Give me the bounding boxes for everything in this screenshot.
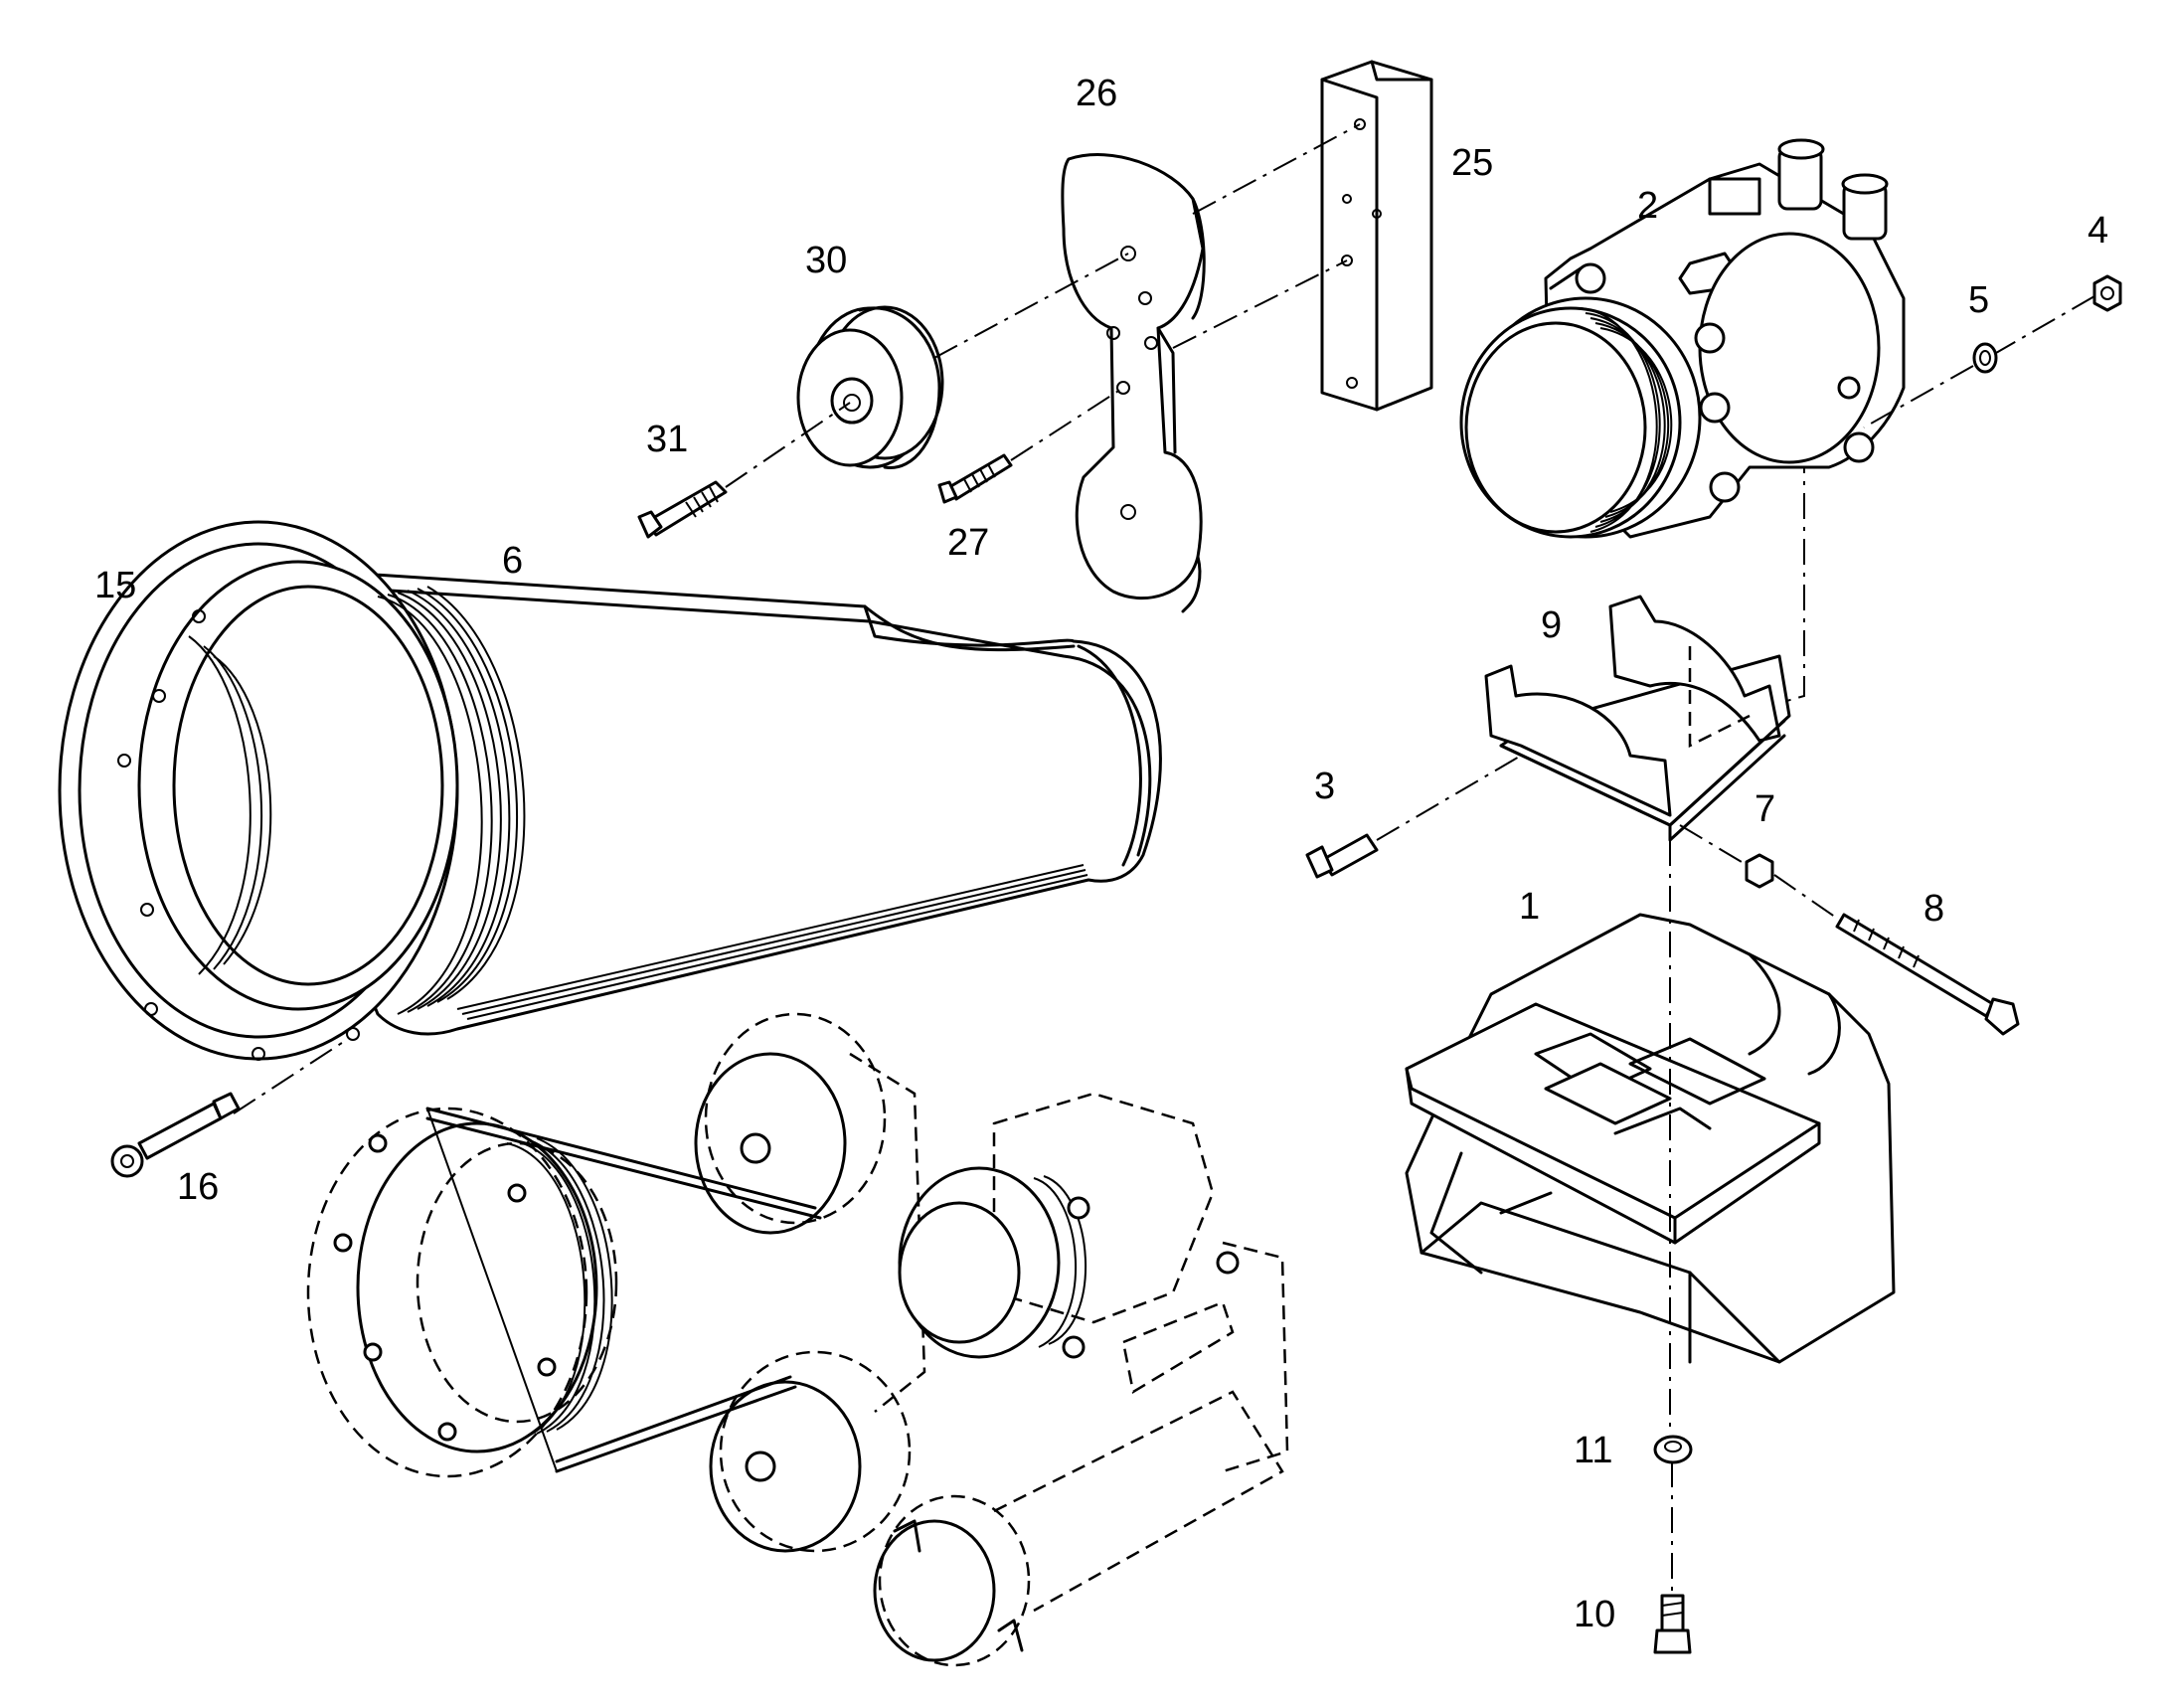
cradle-bracket-9	[1484, 595, 1791, 842]
part-label-4: 4	[2088, 210, 2109, 252]
mounting-base-1	[1405, 913, 1896, 1364]
bolt-16	[110, 1092, 241, 1178]
part-label-5: 5	[1968, 279, 1990, 321]
bolt-31	[637, 480, 728, 539]
bolt-10	[1653, 1594, 1692, 1654]
crank-pulley-15	[58, 520, 526, 1061]
part-label-11: 11	[1574, 1430, 1613, 1471]
part-label-2: 2	[1637, 185, 1659, 227]
assembled-view-phantom	[306, 1012, 1289, 1667]
part-label-15: 15	[94, 565, 137, 606]
part-label-16: 16	[177, 1166, 220, 1208]
part-label-30: 30	[805, 240, 848, 281]
part-label-31: 31	[646, 419, 689, 460]
part-label-6: 6	[502, 540, 524, 582]
bracket-plate-26	[1061, 153, 1206, 613]
part-label-8: 8	[1923, 888, 1945, 930]
part-label-1: 1	[1519, 886, 1541, 928]
nut-7	[1745, 853, 1774, 889]
bolt-27	[937, 453, 1013, 504]
bolt-8	[1835, 913, 2020, 1036]
part-label-25: 25	[1451, 142, 1494, 184]
nut-4	[2092, 274, 2122, 312]
ac-compressor-2	[1459, 138, 1906, 539]
part-label-9: 9	[1541, 604, 1563, 646]
part-label-27: 27	[947, 522, 990, 564]
part-label-26: 26	[1076, 73, 1118, 114]
bolt-3	[1305, 833, 1379, 879]
part-label-10: 10	[1574, 1594, 1616, 1635]
mounting-bar-25	[1320, 60, 1433, 412]
washer-11	[1653, 1435, 1693, 1464]
washer-5	[1972, 342, 1998, 374]
part-label-7: 7	[1755, 788, 1776, 830]
part-label-3: 3	[1314, 766, 1336, 807]
idler-pulley-30	[796, 305, 944, 469]
